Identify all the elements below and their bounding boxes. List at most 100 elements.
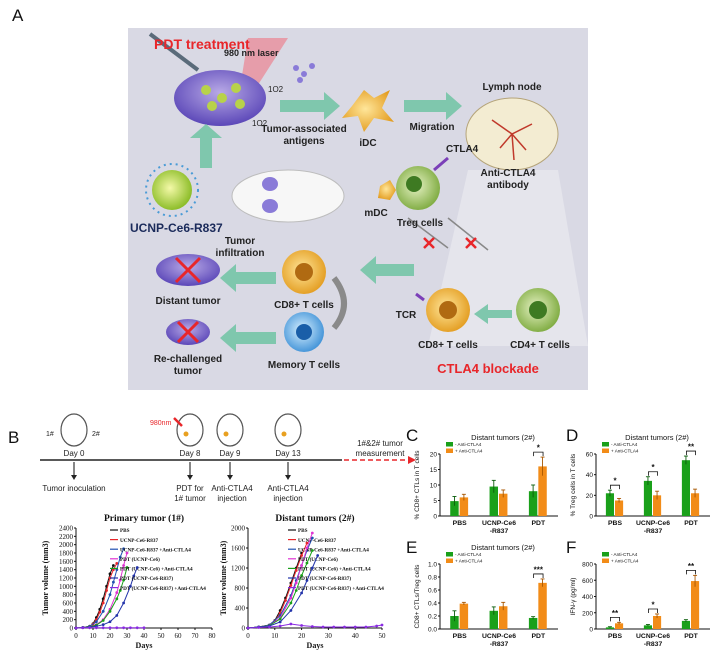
y-tick-label: 400 [63,608,74,616]
y-tick-label: 0.4 [428,601,437,608]
data-point [310,625,314,628]
bar [499,606,508,629]
data-point [289,622,293,626]
chart-title: Distant tumors (2#) [471,543,535,552]
site-2-label: 2# [92,431,100,438]
data-point [74,626,78,630]
significance-label: ** [688,562,695,571]
x-tick-label: 0 [246,632,250,640]
data-point [289,601,293,605]
y-tick-label: 800 [582,562,593,569]
laser-arrow [173,417,183,427]
legend-swatch [602,448,609,453]
legend-label: PDT (UCNP-Ce6) +Anti-CTLA4 [298,566,371,573]
data-point [101,609,105,613]
event-pdt-1: PDT for [176,484,204,493]
y-tick-label: 1800 [59,550,74,558]
panel-letter-c: C [406,426,419,445]
y-axis-label: Tumor volume (mm3) [41,540,50,615]
pdt-title: PDT treatment [154,36,250,52]
data-point [129,626,132,630]
cd8-cells-label: CD8+ T cells [274,300,334,311]
measurement-label-2: measurement [356,449,406,458]
antigens-label-2: antigens [283,136,325,147]
data-point [316,554,320,557]
data-point [115,597,119,601]
significance-label: ** [688,443,695,452]
legend-label: - Anti-CTLA4 [611,552,638,557]
data-point [115,614,119,617]
data-point [122,601,125,605]
x-axis-label: Days [307,641,324,650]
data-point [135,566,139,569]
legend-label: - Anti-CTLA4 [455,552,482,557]
panel-letter-a: A [12,6,24,25]
x-tick-label: 10 [90,632,98,640]
idc-label: iDC [359,138,376,149]
y-tick-label: 200 [63,616,74,624]
data-point [108,593,112,597]
category-label: PBS [608,520,622,527]
x-tick-label: 40 [141,632,149,640]
y-axis-label: Tumor volume (mm3) [219,540,228,615]
y-tick-label: 60 [586,452,594,459]
bar [538,582,547,629]
y-tick-label: 20 [586,493,594,500]
data-point [115,591,119,594]
y-tick-label: 2200 [59,533,74,541]
category-label: -R837 [490,641,509,648]
data-point [88,626,91,630]
y-tick-label: 0.6 [428,588,437,595]
data-point [108,626,112,630]
x-tick-label: 80 [209,632,217,640]
y-tick-label: 800 [235,585,246,593]
data-point [294,589,298,592]
y-tick-label: 2000 [59,541,74,549]
category-label: -R837 [644,528,663,535]
ctla4-blockade-label: CTLA4 blockade [437,361,539,376]
panel-letter-d: D [566,426,579,445]
significance-bracket [648,471,658,476]
y-tick-label: 600 [582,578,593,585]
data-point [115,626,119,630]
data-point [289,596,293,600]
y-tick-label: 1400 [59,566,74,574]
bar [653,616,662,629]
data-point [122,547,125,551]
y-tick-label: 1600 [231,545,246,553]
category-label: PDT [684,520,698,527]
series-line [75,565,114,629]
significance-bracket [610,616,620,622]
y-tick-label: 2000 [231,525,246,533]
data-point [310,531,314,535]
data-point [364,625,368,629]
bar [538,466,547,516]
data-point [305,546,309,550]
arrow-to-cd8 [360,256,414,284]
data-point [118,555,122,559]
x-tick-label: 0 [74,632,78,640]
chart-title: Primary tumor (1#) [104,513,184,524]
bar [459,497,469,516]
data-point [353,625,357,629]
bar [643,480,652,516]
mouse-icon [231,169,345,223]
legend-label: + Anti-CTLA4 [455,449,483,454]
data-point [115,562,119,565]
x-axis-label: Days [136,641,153,650]
bar [691,493,700,516]
data-point [135,626,139,630]
bar [459,603,469,629]
tumor-infiltration-label-1: Tumor [225,236,255,247]
data-point [95,620,98,624]
x-tick-label: 30 [124,632,132,640]
bar [528,617,538,629]
y-axis-label: % CD8+ CTLs in T cells [414,450,421,520]
data-point [98,610,102,614]
y-tick-label: 1200 [59,575,74,583]
memory-cells-label: Memory T cells [268,360,341,371]
data-point [142,626,146,630]
data-point [122,564,125,567]
y-tick-label: 200 [582,610,593,617]
